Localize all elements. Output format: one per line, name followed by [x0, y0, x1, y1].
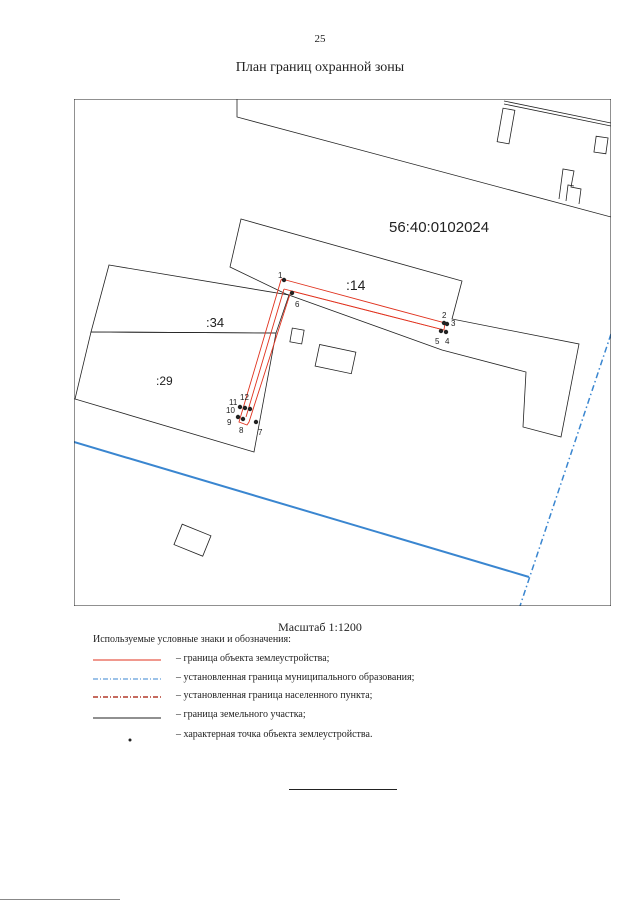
point-label-9: 9 — [227, 418, 232, 427]
parcel-label-34: :34 — [206, 315, 224, 330]
cadastral-block-label: 56:40:0102024 — [389, 219, 489, 236]
object-boundary — [238, 278, 446, 426]
point-12 — [247, 406, 253, 412]
point-3 — [444, 321, 450, 327]
point-5 — [438, 328, 444, 334]
legend-title: Используемые условные знаки и обозначени… — [93, 634, 291, 645]
legend-item-settlement-boundary: – установленная граница населенного пунк… — [93, 688, 613, 704]
red-line-symbol — [93, 659, 161, 661]
bottom-rule — [0, 899, 120, 900]
parcel-label-14: :14 — [346, 277, 366, 293]
parcel-outline-top — [236, 99, 611, 218]
parcel-label-29: :29 — [156, 374, 173, 388]
legend-item-object-boundary: – граница объекта землеустройства; — [93, 651, 613, 667]
point-10 — [237, 404, 243, 410]
signature-line — [289, 789, 397, 790]
point-label-3: 3 — [451, 319, 456, 328]
point-label-5: 5 — [435, 337, 440, 346]
point-label-11: 11 — [229, 398, 238, 407]
point-1 — [281, 277, 287, 283]
point-6 — [289, 290, 295, 296]
point-11 — [242, 405, 248, 411]
point-label-1: 1 — [278, 271, 283, 280]
legend-item-characteristic-point: – характерная точка объекта землеустройс… — [93, 727, 613, 743]
parcel-outline-14 — [229, 218, 580, 438]
point-9 — [235, 414, 241, 420]
red-dash-dot-symbol — [93, 696, 161, 698]
map-scale: Масштаб 1:1200 — [278, 620, 362, 634]
parcel-outline-29 — [74, 331, 277, 453]
point-label-4: 4 — [445, 337, 450, 346]
page-number: 25 — [314, 33, 326, 45]
point-label-2: 2 — [442, 311, 447, 320]
legend-label: – граница объекта землеустройства; — [176, 653, 330, 664]
legend-item-land-plot-boundary: – граница земельного участка; — [93, 707, 613, 723]
point-7 — [253, 419, 259, 425]
blue-dash-dot-symbol — [93, 678, 161, 680]
point-label-6: 6 — [295, 300, 300, 309]
legend-item-municipal-boundary: – установленная граница муниципального о… — [93, 670, 613, 686]
point-8 — [240, 416, 246, 422]
black-point-symbol — [128, 738, 132, 742]
black-line-symbol — [93, 717, 161, 719]
boundary-map: 56:40:0102024 :14 :34 :29 1 2 3 4 5 6 7 … — [74, 99, 611, 606]
point-label-8: 8 — [239, 426, 244, 435]
point-label-12: 12 — [240, 393, 249, 402]
legend-label: – установленная граница населенного пунк… — [176, 690, 373, 701]
legend-label: – характерная точка объекта землеустройс… — [176, 729, 373, 740]
legend-label: – граница земельного участка; — [176, 709, 306, 720]
page-title: План границ охранной зоны — [235, 60, 405, 75]
parcel-outline-34 — [90, 264, 290, 334]
point-label-7: 7 — [258, 428, 263, 437]
point-label-10: 10 — [226, 406, 235, 415]
legend-label: – установленная граница муниципального о… — [176, 672, 415, 683]
point-4 — [443, 329, 449, 335]
